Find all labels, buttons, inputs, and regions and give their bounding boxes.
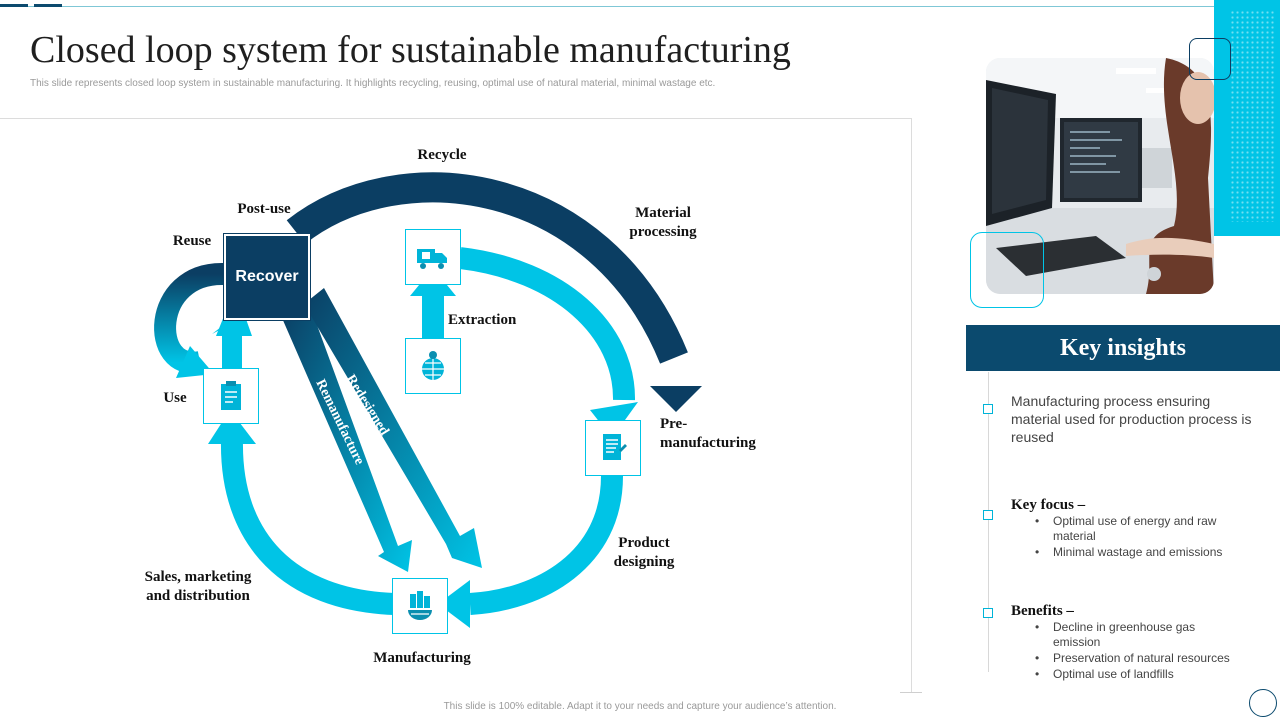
distribution-arrowhead xyxy=(208,410,256,444)
document-icon xyxy=(603,434,627,460)
post-use-label: Post-use xyxy=(237,201,291,217)
manufacturing-label: Manufacturing xyxy=(373,650,471,666)
insight-text: Manufacturing process ensuring material … xyxy=(1011,393,1252,445)
key-focus-block: Key focus – Optimal use of energy and ra… xyxy=(1011,497,1261,561)
use-to-recover-shaft xyxy=(222,330,242,370)
design-flow-arrow xyxy=(469,475,623,615)
extraction-shaft xyxy=(422,294,444,340)
photo-frame-accent xyxy=(970,232,1044,308)
benefits-item: Decline in greenhouse gas emission xyxy=(1033,620,1233,650)
key-focus-item: Optimal use of energy and raw material xyxy=(1033,514,1233,544)
distribution-arrow xyxy=(220,439,395,615)
extraction-source-box xyxy=(405,338,461,394)
extraction-target-box xyxy=(405,229,461,285)
page-subtitle: This slide represents closed loop system… xyxy=(30,78,716,89)
manufacturing-box xyxy=(392,578,448,634)
key-focus-title: Key focus – xyxy=(1011,497,1086,513)
product-designing-label: Product designing xyxy=(613,535,675,570)
dot-pattern xyxy=(1230,10,1274,222)
use-label: Use xyxy=(163,390,187,406)
footer-note: This slide is 100% editable. Adapt it to… xyxy=(443,701,837,712)
benefits-item: Preservation of natural resources xyxy=(1033,651,1233,666)
pre-manufacturing-label: Pre- manufacturing xyxy=(660,416,756,451)
key-focus-item: Minimal wastage and emissions xyxy=(1033,545,1233,560)
recycle-label: Recycle xyxy=(417,147,467,163)
recycle-arrow xyxy=(286,172,688,364)
insight-marker xyxy=(983,608,993,618)
photo-frame-accent xyxy=(1189,38,1231,80)
diagram-panel xyxy=(0,118,912,692)
benefits-title: Benefits – xyxy=(1011,603,1074,619)
use-box xyxy=(203,368,259,424)
insights-header: Key insights xyxy=(966,325,1280,371)
recycle-arrowhead xyxy=(650,386,702,412)
nav-circle-icon[interactable] xyxy=(1249,689,1277,717)
extraction-label: Extraction xyxy=(448,312,517,328)
insight-marker xyxy=(983,404,993,414)
top-accent xyxy=(34,4,62,7)
top-accent xyxy=(0,4,28,7)
panel-divider xyxy=(900,692,922,693)
material-processing-label: Material processing xyxy=(629,205,697,240)
office-photo xyxy=(986,58,1214,294)
insight-marker xyxy=(983,510,993,520)
benefits-block: Benefits – Decline in greenhouse gas emi… xyxy=(1011,603,1261,683)
clipboard-icon xyxy=(221,381,241,410)
remanufacture-arrow xyxy=(282,306,412,572)
reuse-label: Reuse xyxy=(172,233,212,249)
factory-globe-icon xyxy=(408,591,432,620)
redesigned-arrow xyxy=(304,288,482,568)
reuse-arrow xyxy=(154,262,225,374)
design-flow-arrowhead xyxy=(438,580,470,628)
benefits-item: Optimal use of landfills xyxy=(1033,667,1233,682)
truck-icon xyxy=(417,249,447,269)
insights-timeline xyxy=(988,372,989,672)
material-flow-arrow xyxy=(458,247,636,401)
sales-marketing-label: Sales, marketing and distribution xyxy=(144,569,252,604)
page-title: Closed loop system for sustainable manuf… xyxy=(30,29,791,71)
globe-pin-icon xyxy=(422,351,444,380)
top-divider xyxy=(0,6,1214,7)
recover-box: Recover xyxy=(223,233,311,321)
pre-manufacturing-box xyxy=(585,420,641,476)
closed-loop-diagram: Remanufacture Redesigned xyxy=(154,172,702,628)
